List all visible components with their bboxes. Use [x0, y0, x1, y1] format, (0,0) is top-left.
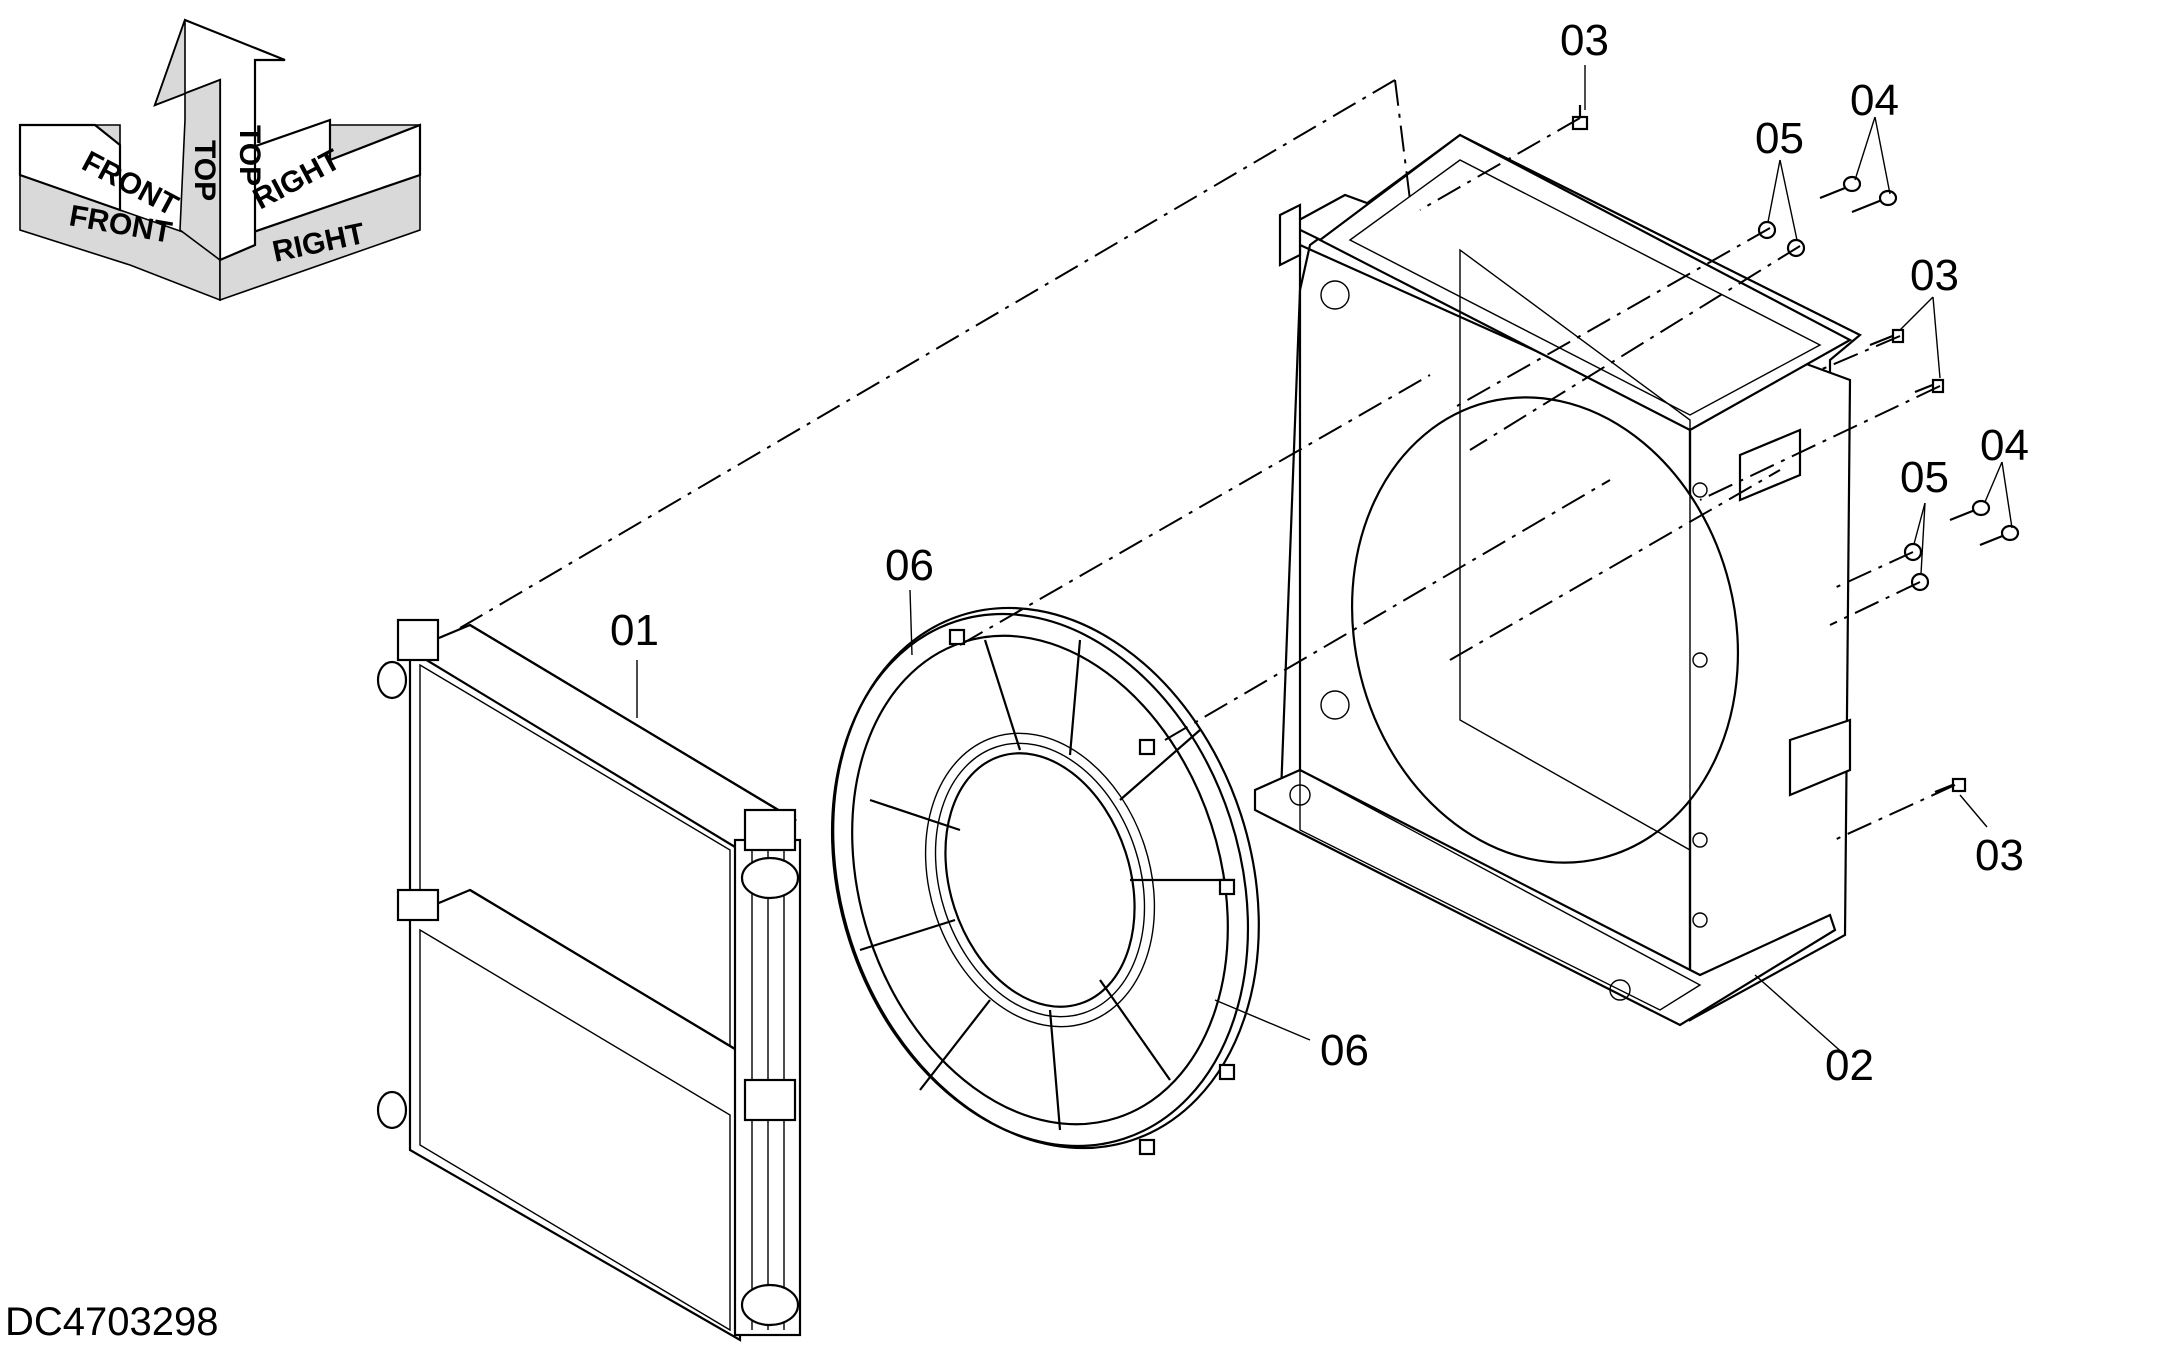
fan-opening — [1350, 396, 1740, 864]
bolt-03-bottom — [1934, 777, 1967, 794]
callout-03-bottom: 03 — [1975, 831, 2024, 880]
callout-05-top: 05 — [1755, 114, 1804, 163]
base-plate — [1253, 768, 1837, 1027]
orientation-top-label-2: TOP — [233, 125, 266, 186]
callout-03-top: 03 — [1560, 16, 1609, 65]
radiator-core-assembly — [376, 618, 802, 1342]
drawing-number: DC4703298 — [5, 1300, 219, 1344]
callout-04-top: 04 — [1850, 76, 1899, 125]
callout-04-mid: 04 — [1980, 421, 2029, 470]
bolt-04-mid-b — [1979, 524, 2020, 547]
bolt-04-top-b — [1851, 189, 1898, 214]
bolt-04-top-a — [1819, 175, 1862, 200]
radiator-shroud-frame — [1253, 133, 1862, 1027]
orientation-top-label: TOP — [188, 140, 221, 201]
callout-01: 01 — [610, 606, 659, 655]
callout-05-mid: 05 — [1900, 453, 1949, 502]
assembly-lines — [459, 79, 1956, 843]
callout-03-right: 03 — [1910, 251, 1959, 300]
leader-lines — [636, 65, 2013, 1056]
callout-06-top: 06 — [885, 541, 934, 590]
callouts: 01 02 03 03 03 04 04 05 05 06 06 — [610, 16, 2029, 1090]
callout-06-bottom: 06 — [1320, 1026, 1369, 1075]
orientation-indicator: TOP TOP FRONT FRONT RIGHT RIGHT — [18, 18, 422, 302]
callout-02: 02 — [1825, 1041, 1874, 1090]
fan-shroud-ring — [830, 606, 1260, 1156]
bolt-04-mid-a — [1949, 499, 1991, 522]
